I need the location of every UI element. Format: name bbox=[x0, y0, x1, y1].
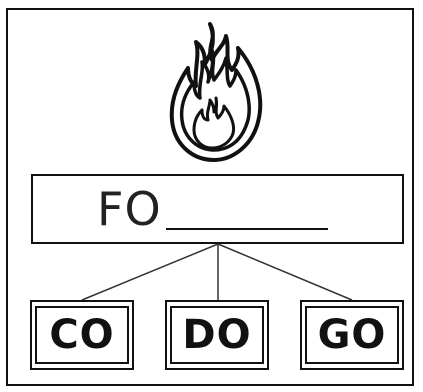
word-prefix: FO bbox=[97, 182, 162, 236]
option-do[interactable]: DO bbox=[165, 300, 269, 370]
word-blank[interactable] bbox=[165, 228, 328, 230]
option-label: CO bbox=[35, 306, 129, 364]
option-go[interactable]: GO bbox=[300, 300, 404, 370]
option-co[interactable]: CO bbox=[30, 300, 134, 370]
word-box: FO bbox=[31, 174, 404, 244]
option-label: GO bbox=[305, 306, 399, 364]
fire-icon bbox=[169, 22, 263, 162]
option-label: DO bbox=[170, 306, 264, 364]
